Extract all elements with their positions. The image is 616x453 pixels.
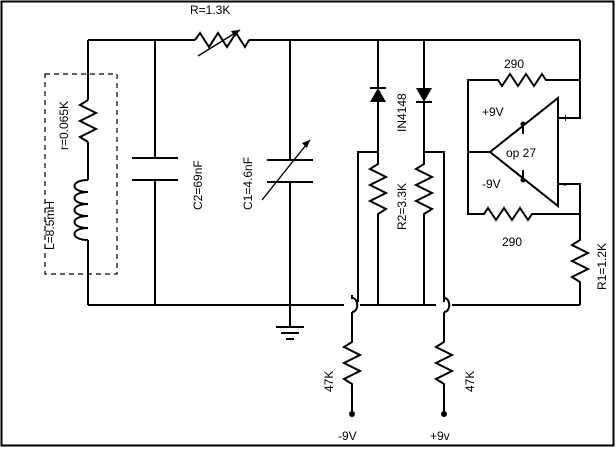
label-vminus: -9V [482, 177, 501, 191]
terminal-right [441, 411, 447, 417]
resistor-r2-left [367, 152, 389, 305]
label-l-l: L=8.5mH [43, 201, 57, 250]
hop-left [351, 295, 359, 313]
label-r1: R1=1.2K [595, 243, 609, 290]
opamp-input-wires [558, 80, 581, 214]
label-feedback-bottom: 290 [502, 235, 522, 249]
terminal-left [349, 411, 355, 417]
diode-left-wires [357, 40, 379, 305]
capacitor-c2 [132, 157, 178, 181]
label-diode: IN4148 [395, 93, 409, 132]
top-rail-wire [88, 39, 581, 80]
feedback-resistor-bottom [467, 152, 580, 222]
label-input-plus: + [562, 111, 569, 125]
label-r2: R2=3.3K [395, 183, 409, 230]
label-supply-left: -9V [338, 429, 357, 443]
label-47k-left: 47K [322, 371, 336, 392]
diode-left [370, 88, 386, 102]
resistor-r-internal [77, 99, 99, 143]
inductor-dashed-box [44, 73, 118, 275]
label-l-r: r=0.065K [57, 101, 71, 150]
resistor-47k-left [341, 312, 363, 412]
label-c1: C1=4.6nF [241, 157, 255, 210]
hop-right [443, 295, 451, 313]
resistor-r1 [569, 214, 591, 305]
diode-right-wires [423, 40, 445, 305]
variable-arrow-r-top [197, 29, 241, 57]
label-47k-right: 47K [463, 371, 477, 392]
label-c2: C2=69nF [191, 160, 205, 210]
resistor-47k-right [433, 312, 455, 412]
feedback-resistor-top [467, 72, 580, 153]
resistor-r2-right [413, 152, 435, 305]
diode-right [416, 88, 432, 102]
label-vplus: +9V [482, 105, 504, 119]
capacitor-c1 [267, 159, 313, 183]
opamp-vplus-pin [520, 121, 526, 127]
variable-arrowhead-c1 [302, 140, 310, 148]
opamp-vminus-pin [520, 177, 526, 183]
resistor-r-top [194, 31, 250, 49]
label-opamp: op 27 [506, 146, 536, 160]
inductor-l [73, 179, 89, 241]
variable-arrowhead-r-top [231, 30, 240, 37]
label-feedback-top: 290 [504, 57, 524, 71]
ground-symbol [276, 326, 304, 340]
label-r-top: R=1.3K [190, 3, 230, 17]
label-input-minus: - [563, 177, 567, 191]
label-supply-right: +9v [430, 429, 450, 443]
variable-arrow-c1 [261, 139, 311, 201]
